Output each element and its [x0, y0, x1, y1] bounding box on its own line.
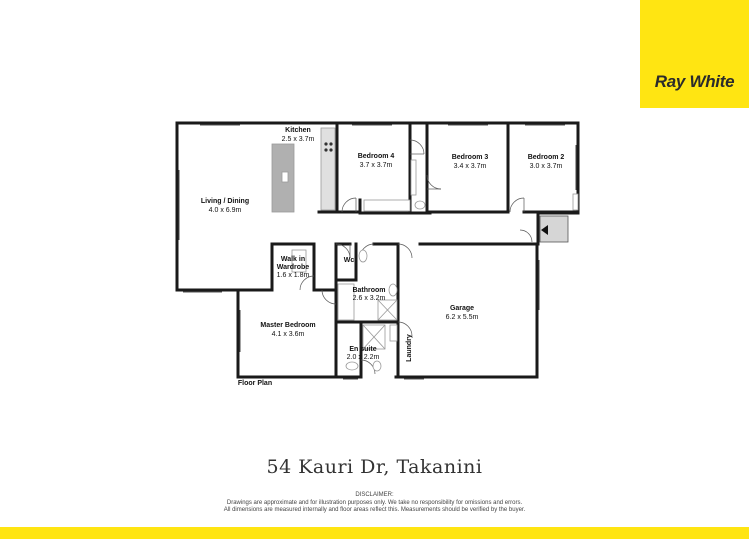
room-dims-en-suite: 2.0 x 2.2m — [347, 354, 380, 361]
room-dims-living-dining: 4.0 x 6.9m — [209, 207, 242, 214]
disclaimer-title: DISCLAIMER: — [355, 492, 394, 498]
room-label-bedroom-3: Bedroom 3 — [452, 154, 489, 161]
fixtures — [271, 127, 579, 372]
room-dims-walk-in-wardrobe: 1.6 x 1.8m — [277, 272, 310, 279]
brand-logo: Ray White — [640, 0, 749, 108]
doors — [299, 139, 533, 375]
room-label-kitchen: Kitchen — [285, 127, 311, 134]
room-labels: Kitchen 2.5 x 3.7m Living / Dining 4.0 x… — [201, 127, 564, 387]
room-label-laundry: Laundry — [406, 334, 413, 362]
room-dims-bedroom-3: 3.4 x 3.7m — [454, 163, 487, 170]
disclaimer-line-1: Drawings are approximate and for illustr… — [226, 499, 523, 506]
room-dims-bedroom-2: 3.0 x 3.7m — [530, 163, 563, 170]
room-label-bedroom-4: Bedroom 4 — [358, 153, 395, 160]
room-dims-kitchen: 2.5 x 3.7m — [282, 136, 315, 143]
windows — [175, 121, 580, 380]
disclaimer: DISCLAIMER: Drawings are approximate and… — [0, 492, 749, 515]
room-dims-master-bedroom: 4.1 x 3.6m — [272, 331, 305, 338]
room-dims-bathroom: 2.6 x 3.2m — [353, 295, 386, 302]
room-label-master-bedroom: Master Bedroom — [260, 322, 315, 329]
floor-plan-label: Floor Plan — [238, 380, 272, 387]
room-dims-garage: 6.2 x 5.5m — [446, 314, 479, 321]
disclaimer-line-2: All dimensions are measured internally a… — [223, 507, 526, 513]
room-dims-bedroom-4: 3.7 x 3.7m — [360, 162, 393, 169]
room-label-bathroom: Bathroom — [352, 287, 385, 294]
room-label-garage: Garage — [450, 305, 474, 312]
property-address: 54 Kauri Dr, Takanini — [266, 456, 483, 478]
brand-bottom-bar — [0, 527, 749, 539]
brand-name: Ray White — [654, 72, 735, 91]
room-label-en-suite: En suite — [349, 346, 376, 353]
room-label-living-dining: Living / Dining — [201, 198, 249, 205]
room-label-wc: Wc — [344, 257, 355, 264]
room-label-bedroom-2: Bedroom 2 — [528, 154, 565, 161]
room-label-walk-in: Walk in — [281, 256, 305, 263]
room-label-wardrobe: Wardrobe — [277, 264, 310, 271]
